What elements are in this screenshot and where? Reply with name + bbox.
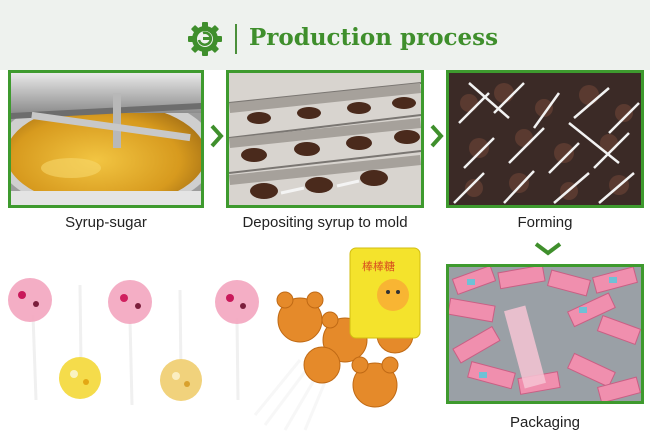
step-label-depositing: Depositing syrup to mold	[242, 214, 408, 231]
package-label-text: 棒棒糖	[362, 259, 395, 273]
gear-logo-icon	[188, 22, 222, 56]
packaged-lollipops-photo	[446, 264, 644, 404]
finished-lollipops-photo: 棒棒糖	[0, 240, 440, 435]
syrup-kettle-photo	[8, 70, 204, 208]
header-banner	[0, 0, 650, 70]
step-label-packaging: Packaging	[509, 414, 581, 431]
page-title: Production process	[249, 24, 499, 51]
title-divider	[235, 24, 237, 54]
chevron-right-icon	[430, 124, 444, 148]
chevron-right-icon	[210, 124, 224, 148]
formed-lollipops-photo	[446, 70, 644, 208]
step-label-forming: Forming	[517, 214, 573, 231]
depositing-machine-photo	[226, 70, 424, 208]
chevron-down-icon	[534, 242, 562, 256]
step-label-syrup: Syrup-sugar	[65, 214, 147, 231]
